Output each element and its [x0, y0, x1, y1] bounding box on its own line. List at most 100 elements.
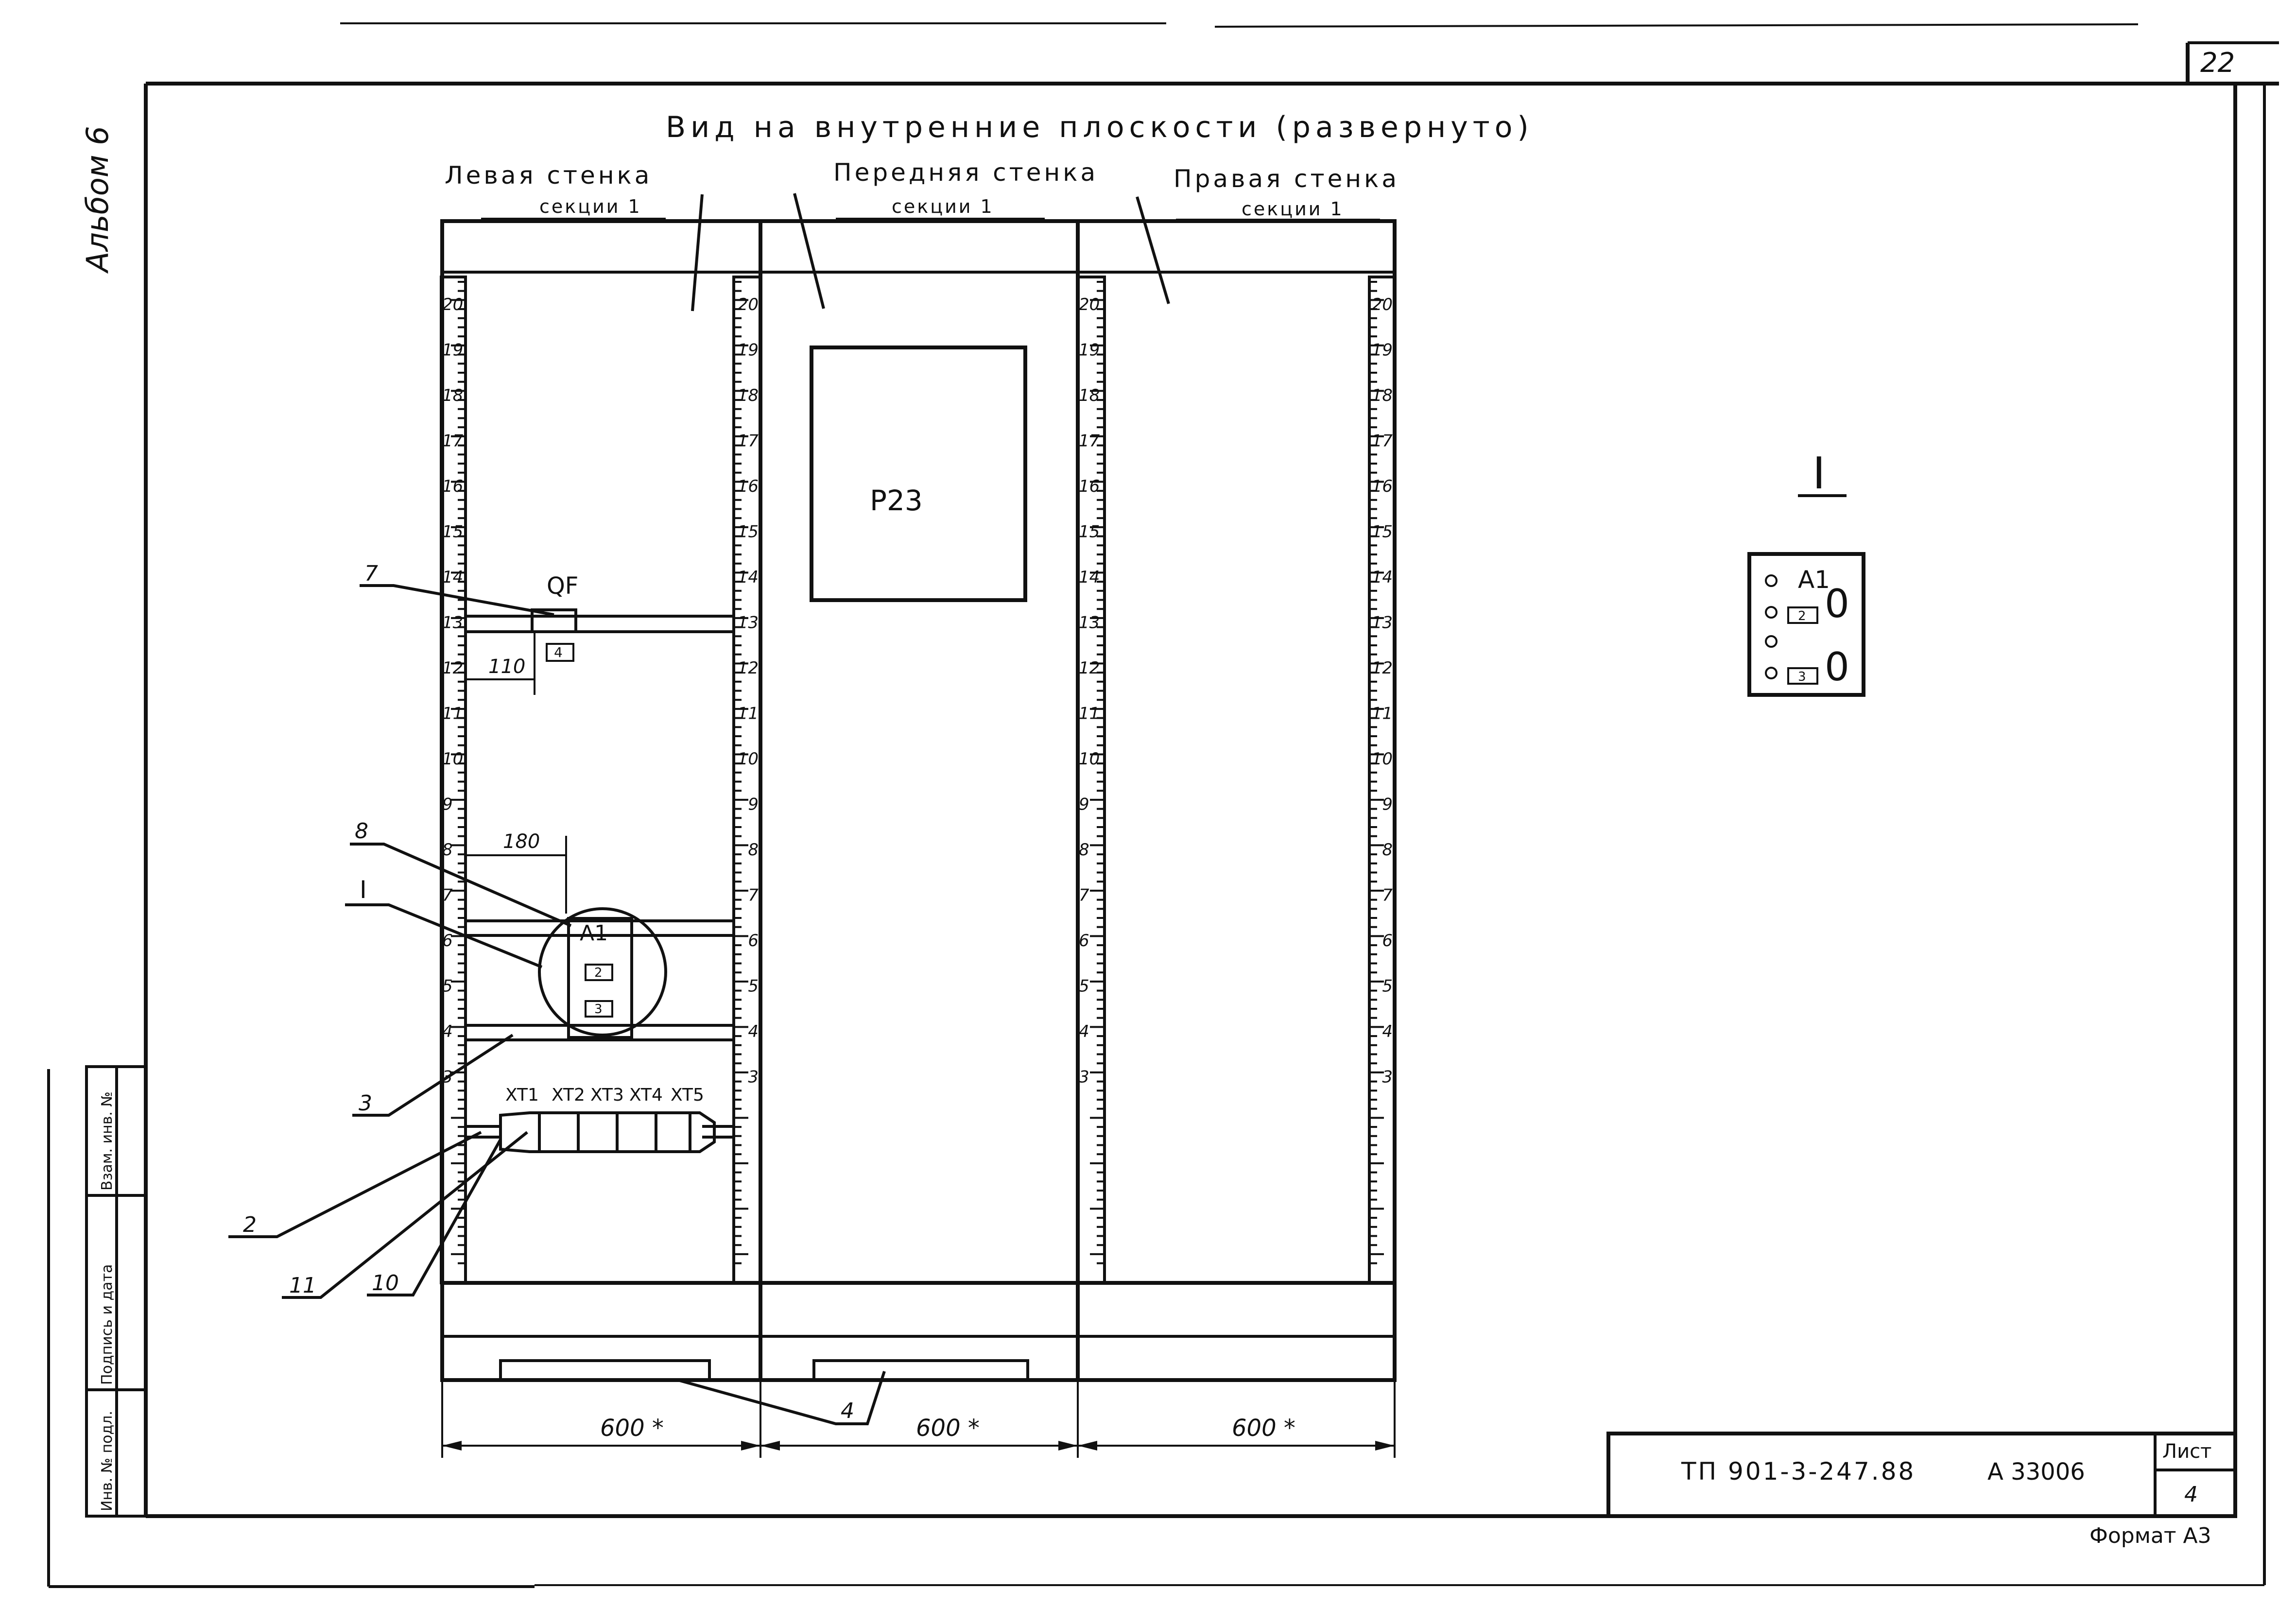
rail-number: 11: [442, 704, 463, 724]
scale-rails: 20 19 18 17 16 15 14 13 12 11 10 9 8 7 6 5 4 3 20 19 18 17 16 1…: [440, 276, 1396, 1284]
rail-number: 6: [1079, 931, 1089, 950]
leader-I-left: I: [360, 876, 367, 904]
breaker-box: 4: [554, 644, 563, 660]
leader-8: 8: [355, 819, 368, 844]
rail-number: 18: [738, 386, 759, 405]
cabinet-outline: [440, 219, 1397, 1382]
dim-180: 180: [503, 830, 540, 853]
rail-number: 12: [1079, 658, 1100, 678]
rail-number: 5: [748, 977, 759, 996]
rail-number: 5: [442, 977, 453, 996]
leader-2: 2: [243, 1212, 257, 1237]
terminal-xt4: XT4: [629, 1085, 663, 1105]
terminal-xt2: XT2: [552, 1085, 585, 1105]
rail-number: 16: [738, 477, 759, 496]
rail-number: 9: [748, 795, 759, 814]
terminal-xt1: XT1: [505, 1085, 539, 1105]
drawing-title-text: Вид на внутренние плоскости (развернуто): [666, 110, 1534, 144]
rail-number: 13: [738, 613, 759, 633]
leader-4: 4: [841, 1399, 854, 1423]
rail-number: 14: [442, 568, 463, 587]
rail-number: 17: [442, 432, 464, 451]
detail-box-3: 3: [1798, 670, 1806, 684]
title-block: ТП 901-3-247.88 А 33006 Лист 4 Формат А3: [1606, 1432, 2237, 1548]
page-number-text: 22: [2200, 47, 2235, 79]
rail-number: 6: [1382, 931, 1393, 950]
rail-number: 15: [442, 522, 463, 542]
detail-zero-1: 0: [1825, 581, 1849, 626]
rail-number: 14: [1079, 568, 1100, 587]
module-label: А1: [580, 921, 608, 946]
front-wall-content: Р23: [810, 346, 1027, 602]
rail-number: 12: [1372, 658, 1393, 678]
album-label: Альбом 6: [80, 126, 115, 274]
rail-number: 20: [1079, 295, 1100, 314]
rail-number: 8: [748, 840, 759, 860]
rail-number: 20: [442, 295, 463, 314]
rail-number: 4: [442, 1022, 453, 1041]
rail-number: 7: [442, 886, 453, 905]
wall-section-right: секции 1: [1242, 198, 1344, 220]
rail-number: 12: [738, 658, 759, 678]
rail-number: 15: [738, 522, 759, 542]
rail-1: [440, 276, 467, 1284]
detail-box-2: 2: [1798, 609, 1806, 623]
rail-number: 4: [748, 1022, 759, 1041]
rail-number: 12: [442, 658, 463, 678]
rail-number: 10: [1372, 749, 1393, 769]
rail-number: 5: [1382, 977, 1393, 996]
breaker-label: QF: [547, 572, 578, 600]
rail-number: 18: [1079, 386, 1100, 405]
rail-number: 13: [442, 613, 463, 633]
album-label-text: Альбом 6: [80, 126, 115, 274]
rail-number: 9: [442, 795, 453, 814]
detail-title: I: [1813, 448, 1826, 499]
rail-number: 18: [442, 386, 463, 405]
rail-number: 18: [1372, 386, 1393, 405]
rail-number: 3: [748, 1068, 759, 1087]
detail-zero-2: 0: [1825, 644, 1849, 690]
rail-number: 14: [1372, 568, 1393, 587]
rail-number: 19: [1372, 341, 1393, 360]
album-code: А 33006: [1987, 1458, 2085, 1486]
rail-number: 13: [1079, 613, 1100, 633]
rail-number: 9: [1382, 795, 1393, 814]
front-device-label: Р23: [870, 484, 923, 517]
side-stamp-replace: Взам. инв. №: [99, 1091, 116, 1191]
terminal-xt5: XT5: [671, 1085, 704, 1105]
rail-number: 17: [1372, 432, 1393, 451]
rail-number: 16: [442, 477, 463, 496]
rail-number: 11: [1079, 704, 1100, 724]
wall-section-front: секции 1: [892, 196, 994, 217]
rail-number: 15: [1372, 522, 1393, 542]
rail-number: 4: [1382, 1022, 1393, 1041]
rail-number: 20: [738, 295, 759, 314]
rail-number: 14: [738, 568, 759, 587]
format-label: Формат А3: [2089, 1523, 2211, 1548]
side-stamp: Инв. № подл. Подпись и дата Взам. инв. №: [85, 1065, 147, 1518]
width-left: 600 *: [600, 1415, 664, 1442]
detail-module-label: А1: [1798, 566, 1830, 594]
rail-number: 19: [738, 341, 759, 360]
rail-number: 6: [442, 931, 453, 950]
rail-number: 7: [1079, 886, 1089, 905]
rail-number: 17: [1079, 432, 1100, 451]
drawing-title: Вид на внутренние плоскости (развернуто): [666, 110, 1534, 144]
rail-number: 8: [1079, 840, 1089, 860]
width-right: 600 *: [1232, 1415, 1295, 1442]
leader-11: 11: [289, 1273, 316, 1298]
width-front: 600 *: [916, 1415, 980, 1442]
leader-lines: 7 8 I 3 2 11 10 4: [228, 561, 886, 1425]
rail-number: 7: [1382, 886, 1393, 905]
rail-2: [732, 276, 762, 1284]
rail-number: 10: [738, 749, 759, 769]
rail-number: 17: [738, 432, 759, 451]
left-wall-content: QF 4 110 180 А1 2 3 XT1 XT2 XT3 XT4 XT5: [466, 572, 734, 1153]
rail-number: 4: [1079, 1022, 1089, 1041]
rail-number: 15: [1079, 522, 1100, 542]
wall-heading-left: Левая стенка: [445, 161, 652, 190]
width-dimensions: 600 * 600 * 600 *: [441, 1380, 1396, 1458]
sheet-label: Лист: [2162, 1440, 2211, 1463]
dim-110: 110: [488, 656, 525, 678]
